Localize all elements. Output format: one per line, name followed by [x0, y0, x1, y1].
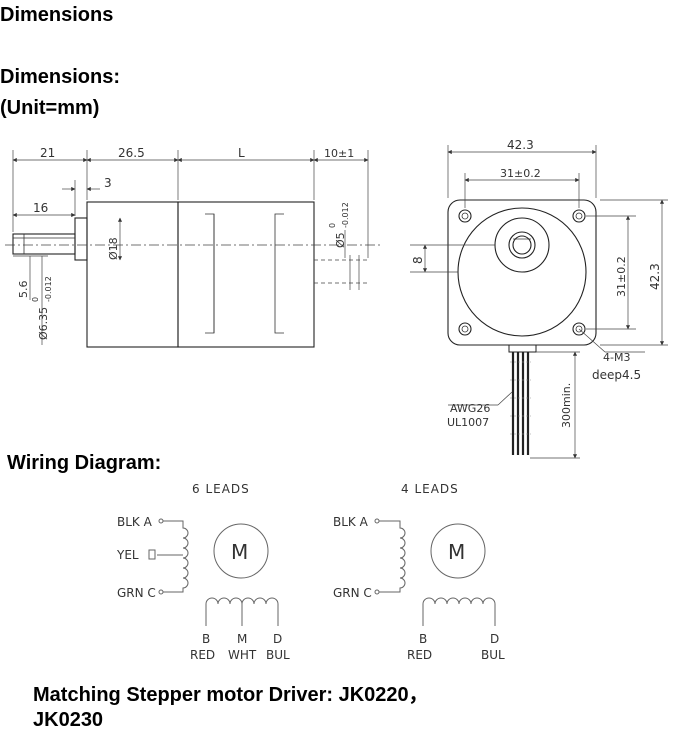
four-leads-color-red: RED [407, 648, 432, 662]
four-leads-term-d: D [490, 632, 499, 646]
lead-length-label: 300min. [560, 383, 573, 428]
dim-31-side-label: 31±0.2 [615, 256, 628, 297]
four-leads-blk-label: BLK A [333, 515, 369, 529]
six-leads-color-bul: BUL [266, 648, 290, 662]
front-boss [74, 217, 88, 261]
body-slot-right [274, 213, 284, 334]
dim-d5-tol-top: 0 [328, 223, 337, 228]
dimensions-heading: Dimensions: [0, 66, 121, 88]
body-slot-left [205, 213, 215, 334]
dim-31-top-label: 31±0.2 [500, 167, 541, 180]
wiring-6-leads: 6 LEADS BLK A YEL GRN C M B M D RED WHT … [116, 482, 290, 662]
six-leads-motor-symbol [213, 523, 269, 579]
four-leads-motor-label: M [448, 540, 465, 564]
driver-text-line2: JK0230 [33, 709, 104, 731]
wiring-heading: Wiring Diagram: [7, 452, 162, 474]
six-leads-blk-label: BLK A [117, 515, 153, 529]
six-leads-yel-label: YEL [116, 548, 139, 562]
wire-standard-label: UL1007 [447, 416, 489, 429]
four-leads-coil-b [422, 597, 496, 626]
side-view-drawing: 21 26.5 L 10±1 3 16 Ø18 Ø5 0 -0.012 5.6 … [5, 146, 380, 348]
mount-hole-bottom-left [458, 322, 472, 336]
six-leads-term-m: M [237, 632, 247, 646]
dim-21-label: 21 [40, 146, 55, 160]
mount-hole-bottom-right [572, 322, 586, 336]
dim-5-6-label: 5.6 [17, 281, 30, 299]
six-leads-term-d: D [273, 632, 282, 646]
six-leads-color-red: RED [190, 648, 215, 662]
lead-wire-bundle [508, 344, 537, 455]
unit-note: (Unit=mm) [0, 97, 100, 119]
page-title: Dimensions [0, 4, 114, 26]
yel-terminal-square [148, 549, 156, 560]
dim-8-label: 8 [411, 256, 425, 264]
six-leads-motor-label: M [231, 540, 248, 564]
motor-body-section [177, 201, 315, 348]
four-leads-grn-label: GRN C [333, 586, 372, 600]
six-leads-term-b: B [202, 632, 210, 646]
hole-depth-label: deep4.5 [592, 368, 641, 382]
four-leads-term-b: B [419, 632, 427, 646]
six-leads-grn-label: GRN C [117, 586, 156, 600]
mount-hole-top-left [458, 209, 472, 223]
front-view-drawing: 42.3 31±0.2 8 31±0.2 42.3 4-M3 deep4.5 [410, 138, 668, 459]
four-leads-title: 4 LEADS [401, 482, 459, 496]
motor-front-section [86, 201, 179, 348]
dim-26-5-label: 26.5 [118, 146, 145, 160]
dim-42-3-top-label: 42.3 [507, 138, 534, 152]
dim-42-3-side-label: 42.3 [648, 263, 662, 290]
dim-16-label: 16 [33, 201, 48, 215]
dim-d6-35-tol-bot: -0.012 [44, 276, 53, 302]
hole-spec-label: 4-M3 [603, 351, 630, 364]
dim-d5-tol-bot: -0.012 [341, 202, 350, 228]
mount-hole-top-right [572, 209, 586, 223]
four-leads-color-bul: BUL [481, 648, 505, 662]
four-leads-motor-symbol [430, 523, 486, 579]
dim-d6-35-label: Ø6.35 [37, 307, 50, 340]
dim-L-label: L [238, 146, 245, 160]
driver-text-line1: Matching Stepper motor Driver: JK0220， [33, 684, 429, 706]
wiring-4-leads: 4 LEADS BLK A GRN C M B D RED BUL [333, 482, 505, 662]
four-leads-coil-a [379, 520, 406, 593]
dim-10-label: 10±1 [324, 147, 354, 160]
output-shaft [12, 233, 76, 255]
dim-d5-label: Ø5 [334, 232, 347, 248]
dim-d18-label: Ø18 [107, 237, 120, 260]
dim-d6-35-tol-top: 0 [31, 297, 40, 302]
dim-3-label: 3 [104, 176, 112, 190]
wire-gauge-label: AWG26 [450, 402, 490, 415]
six-leads-color-wht: WHT [228, 648, 257, 662]
six-leads-coil-a [163, 520, 189, 593]
six-leads-title: 6 LEADS [192, 482, 250, 496]
front-boss-circle [494, 217, 550, 273]
